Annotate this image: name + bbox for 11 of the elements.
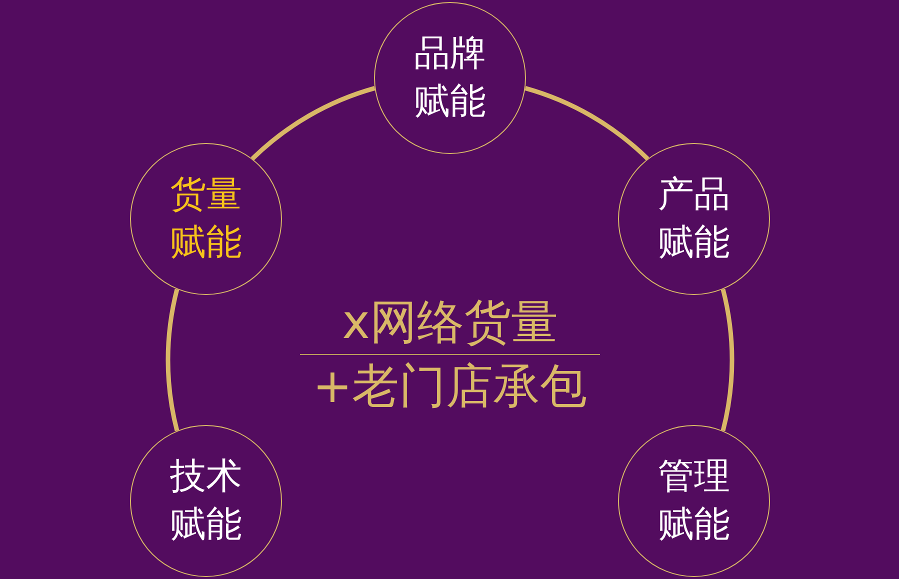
node-text: 货量赋能 xyxy=(168,173,243,265)
node-text: 品牌赋能 xyxy=(413,32,487,124)
node-text: 管理赋能 xyxy=(657,455,732,547)
heading-text: x网络货量 xyxy=(342,295,558,351)
ring-arc xyxy=(524,86,650,161)
ring-arc xyxy=(720,288,734,432)
node-text: 产品赋能 xyxy=(657,173,732,265)
ring-arc xyxy=(250,86,376,161)
heading-text: +老门店承包 xyxy=(312,359,588,415)
ring-arc xyxy=(166,288,180,432)
node-text: 技术赋能 xyxy=(168,455,243,547)
